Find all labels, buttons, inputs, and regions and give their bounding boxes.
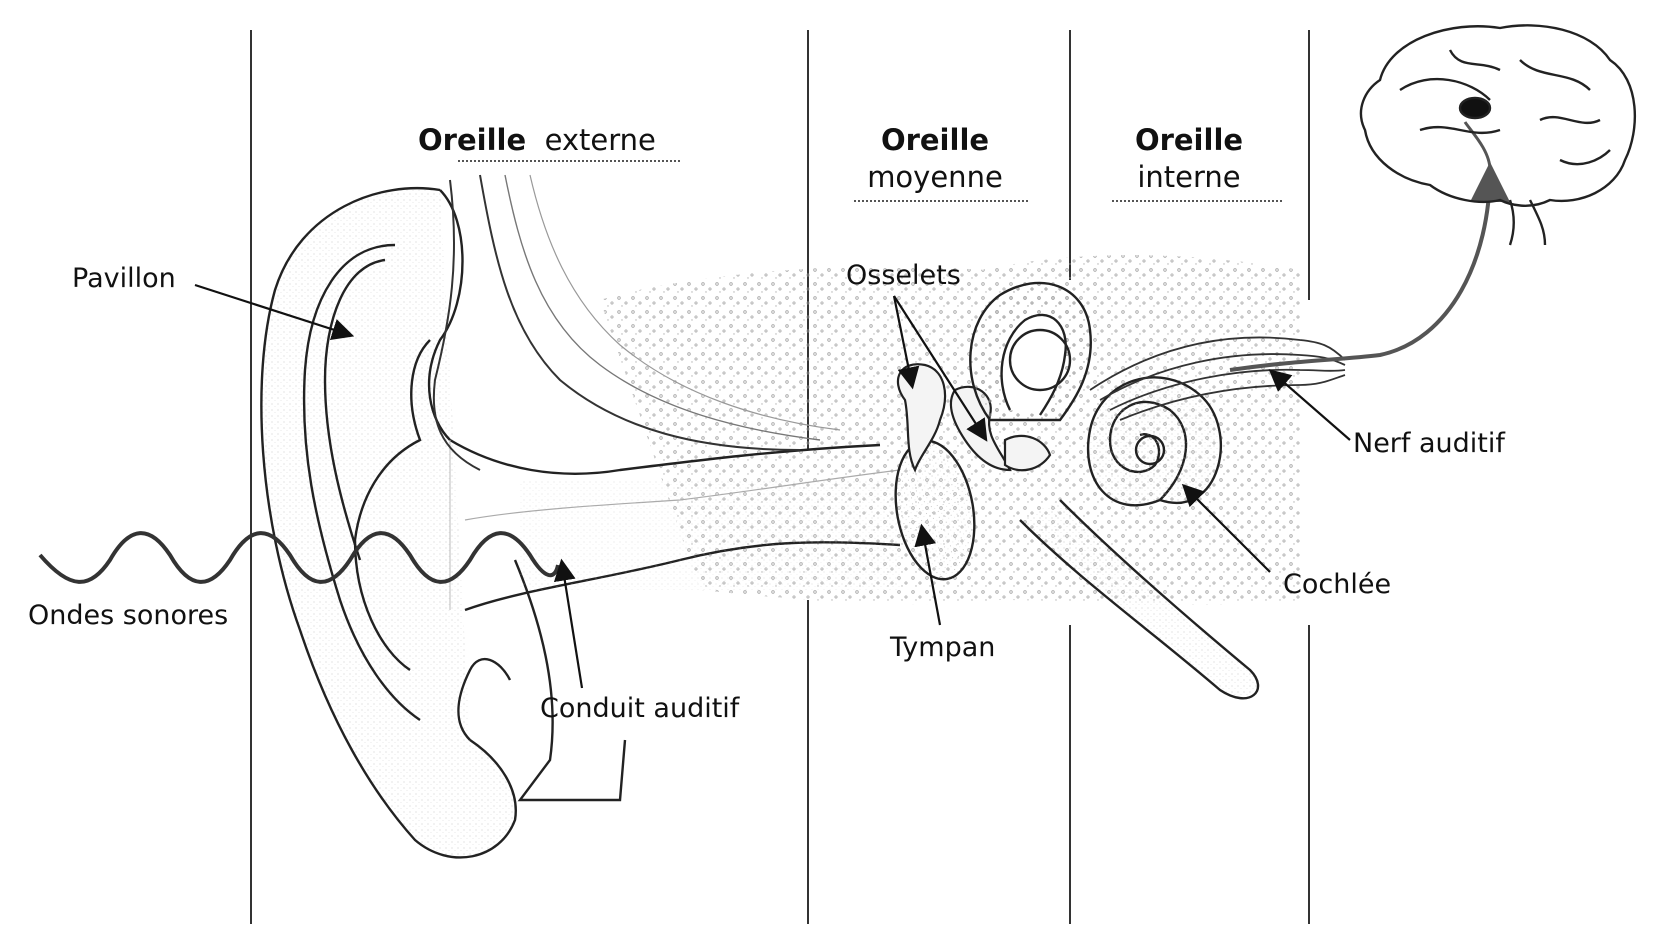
label-conduit-auditif: Conduit auditif	[540, 693, 740, 724]
section-header-external: Oreille externe	[418, 126, 656, 155]
label-nerf-auditif: Nerf auditif	[1353, 428, 1505, 459]
eustachian-tube	[1019, 499, 1260, 700]
nerve-pathway	[1229, 162, 1510, 372]
label-cochlee: Cochlée	[1283, 569, 1392, 600]
label-pavillon: Pavillon	[72, 263, 176, 294]
section-dividers	[250, 30, 1310, 924]
conduit-arrow	[553, 558, 584, 689]
nerf-arrow	[1268, 369, 1351, 441]
pavillon-arrow	[194, 283, 355, 341]
label-ondes-sonores: Ondes sonores	[28, 600, 229, 631]
cochlea-shape	[1086, 376, 1222, 507]
pointer-arrows	[194, 283, 1351, 689]
section-header-middle: Oreille moyenne	[850, 126, 1020, 192]
section-header-middle-bold: Oreille	[880, 123, 990, 157]
osselets-arrow-1	[892, 295, 920, 390]
brain	[1359, 24, 1636, 246]
section-underline-external	[458, 160, 680, 162]
ear-canal	[449, 438, 901, 802]
skin-tissue	[432, 174, 841, 471]
section-underline-middle	[854, 200, 1028, 202]
section-header-external-normal: externe	[544, 123, 656, 157]
section-header-middle-normal: moyenne	[867, 160, 1003, 194]
sound-wave	[38, 531, 560, 584]
section-header-external-bold: Oreille	[418, 123, 527, 157]
section-header-inner-bold: Oreille	[1134, 123, 1244, 157]
nerve-pathway-to-cortex	[1463, 121, 1492, 171]
semicircular-canals	[969, 281, 1092, 422]
label-osselets: Osselets	[846, 260, 961, 291]
section-header-inner-normal: interne	[1137, 160, 1241, 194]
section-header-inner: Oreille interne	[1104, 126, 1274, 192]
osselets-arrow-2	[893, 295, 988, 442]
auditory-cortex-dot	[1458, 96, 1492, 120]
pinna	[260, 186, 517, 859]
cochlee-arrow	[1181, 483, 1271, 573]
label-tympan: Tympan	[890, 632, 996, 663]
section-underline-inner	[1112, 200, 1282, 202]
tympan-arrow	[914, 523, 942, 626]
